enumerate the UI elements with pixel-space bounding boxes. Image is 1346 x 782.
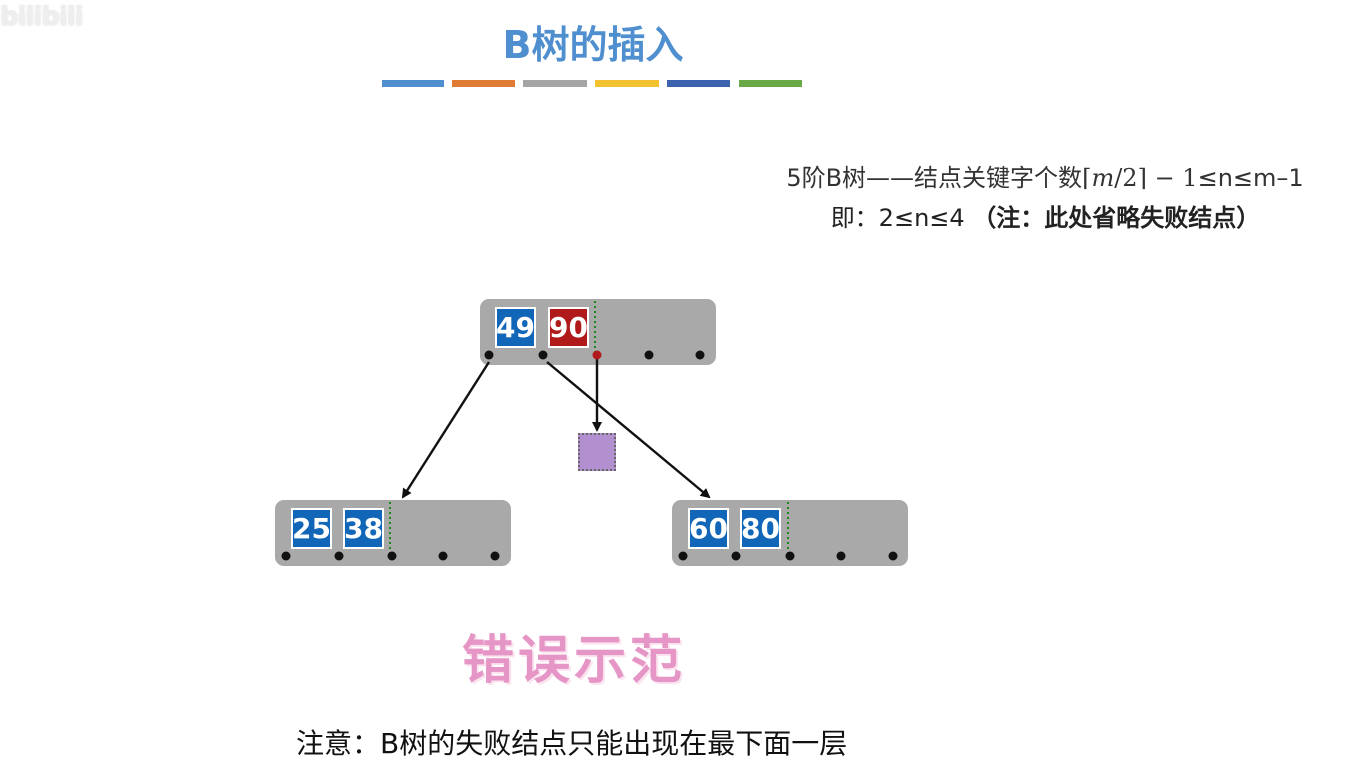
formula-suffix: ≤n≤m–1 (1197, 164, 1304, 192)
footer-note: 注意：B树的失败结点只能出现在最下面一层 (296, 727, 848, 760)
edge-root-right (546, 361, 711, 499)
formula-half: /2 (1114, 164, 1138, 192)
formula-m: m (1091, 164, 1115, 192)
misplaced-failure-node (578, 433, 616, 471)
right-pointer (678, 551, 688, 561)
left-pointer (334, 551, 344, 561)
right-pointer (731, 551, 741, 561)
range-note-lead: 即：2≤n≤4 (830, 204, 973, 232)
root-pointer (695, 350, 705, 360)
formula-minus-one: − 1 (1146, 164, 1198, 192)
right-pointer (836, 551, 846, 561)
color-bar (382, 80, 444, 87)
root-pointer (484, 350, 494, 360)
color-bar (595, 80, 659, 87)
formula-prefix: 5阶B树——结点关键字个数 (786, 164, 1083, 192)
right-pointer (785, 551, 795, 561)
formula-lceil: ⌈ (1082, 164, 1092, 192)
right-pointer (888, 551, 898, 561)
color-bar (739, 80, 802, 87)
key-count-formula: 5阶B树——结点关键字个数⌈m/2⌉ − 1≤n≤m–1 (712, 158, 1346, 193)
left-key-2: 38 (343, 508, 384, 549)
left-pointer (490, 551, 500, 561)
range-note: 即：2≤n≤4 （注：此处省略失败结点） (730, 198, 1346, 233)
left-key-1: 25 (291, 508, 332, 549)
left-pointer (281, 551, 291, 561)
formula-math: ⌈m/2⌉ − 1 (1082, 164, 1198, 192)
root-key-2: 90 (548, 307, 589, 348)
formula-rceil: ⌉ (1137, 164, 1147, 192)
left-pointer (387, 551, 397, 561)
root-pointer (592, 350, 602, 360)
color-bar (452, 80, 515, 87)
edge-root-left (401, 361, 491, 499)
wrong-example-stamp: 错误示范 (462, 631, 687, 691)
root-key-1: 49 (495, 307, 536, 348)
range-note-bold: （注：此处省略失败结点） (972, 204, 1261, 232)
bilibili-watermark: bilibili (0, 2, 84, 32)
left-pointer (438, 551, 448, 561)
root-pointer (644, 350, 654, 360)
page-title: B树的插入 (502, 23, 684, 67)
root-pointer (538, 350, 548, 360)
right-key-1: 60 (688, 508, 729, 549)
right-key-2: 80 (740, 508, 781, 549)
color-bar (523, 80, 587, 87)
color-bar (667, 80, 730, 87)
